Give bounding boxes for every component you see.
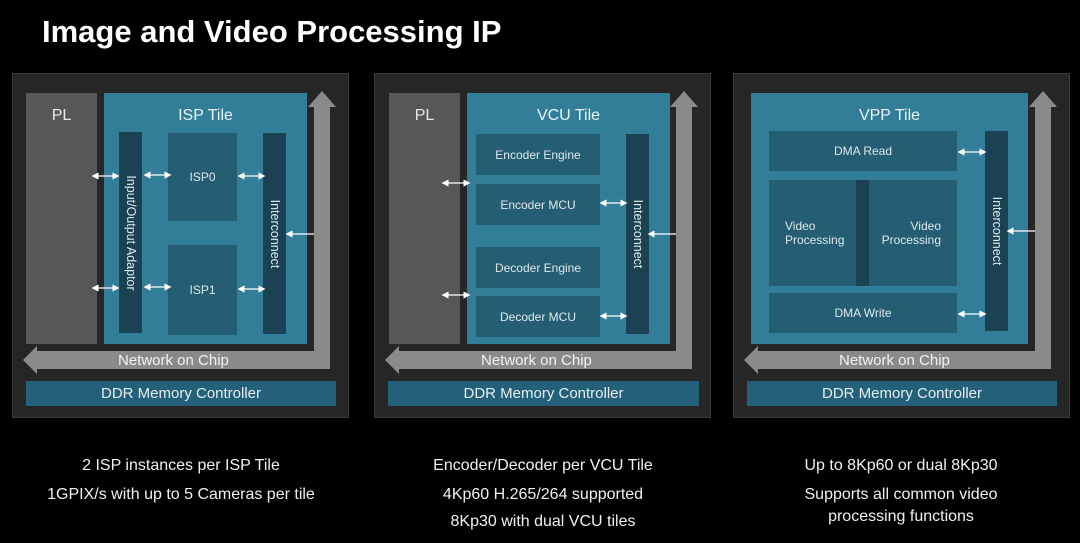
encoder-mcu-block: Encoder MCU xyxy=(476,184,600,225)
video-processing-block-2: Video Processing xyxy=(869,180,957,286)
decoder-mcu-block: Decoder MCU xyxy=(476,296,600,337)
vcu-caption: Encoder/Decoder per VCU Tile 4Kp60 H.265… xyxy=(362,451,724,535)
caption-line: processing functions xyxy=(828,508,974,525)
io-adaptor: Input/Output Adaptor xyxy=(119,132,142,333)
noc-arrow xyxy=(744,91,1057,374)
video-processing-label: Video Processing xyxy=(881,219,941,247)
decoder-engine-block: Decoder Engine xyxy=(476,247,600,288)
isp0-block: ISP0 xyxy=(168,133,237,221)
ddr-memory-controller: DDR Memory Controller xyxy=(388,381,699,406)
caption-line: Encoder/Decoder per VCU Tile xyxy=(433,457,653,474)
interconnect: Interconnect xyxy=(985,131,1008,331)
connection-arrows xyxy=(385,91,698,374)
vpp-tile: VPP Tile DMA Read Video Processing Video… xyxy=(751,93,1028,344)
dma-read-block: DMA Read xyxy=(769,131,957,171)
caption-line: Up to 8Kp60 or dual 8Kp30 xyxy=(804,457,998,474)
caption-line: 8Kp30 with dual VCU tiles xyxy=(450,513,636,530)
vpp-panel: VPP Tile DMA Read Video Processing Video… xyxy=(733,73,1070,418)
vcu-tile: VCU Tile Encoder Engine Encoder MCU Deco… xyxy=(467,93,670,344)
noc-arrow xyxy=(385,91,698,374)
caption-line: 1GPIX/s with up to 5 Cameras per tile xyxy=(47,486,315,503)
connection-arrows xyxy=(744,91,1057,374)
interconnect: Interconnect xyxy=(626,134,649,334)
isp1-block: ISP1 xyxy=(168,245,237,335)
pl-block: PL xyxy=(389,93,460,344)
tile-title: VCU Tile xyxy=(536,107,601,124)
noc-label: Network on Chip xyxy=(481,352,592,369)
isp-caption: 2 ISP instances per ISP Tile 1GPIX/s wit… xyxy=(0,451,362,509)
ddr-memory-controller: DDR Memory Controller xyxy=(26,381,336,406)
encoder-engine-block: Encoder Engine xyxy=(476,134,600,175)
video-processing-group: Video Processing Video Processing xyxy=(769,180,957,286)
caption-line: Supports all common video xyxy=(804,486,998,503)
video-processing-block-1: Video Processing xyxy=(769,180,856,286)
pl-block: PL xyxy=(26,93,97,344)
noc-arrow xyxy=(23,91,336,374)
pl-label: PL xyxy=(51,107,72,124)
caption-line: 4Kp60 H.265/264 supported xyxy=(442,486,644,503)
isp-tile: ISP Tile Input/Output Adaptor ISP0 ISP1 … xyxy=(104,93,307,344)
noc-label: Network on Chip xyxy=(118,352,229,369)
page-title: Image and Video Processing IP xyxy=(42,14,502,49)
isp-panel: PL ISP Tile Input/Output Adaptor ISP0 IS… xyxy=(12,73,349,418)
connection-arrows xyxy=(23,91,336,374)
ddr-memory-controller: DDR Memory Controller xyxy=(747,381,1057,406)
video-processing-label: Video Processing xyxy=(785,219,845,247)
pl-label: PL xyxy=(414,107,435,124)
caption-line: 2 ISP instances per ISP Tile xyxy=(82,457,280,474)
vcu-panel: PL VCU Tile Encoder Engine Encoder MCU D… xyxy=(374,73,711,418)
tile-title: VPP Tile xyxy=(858,107,921,124)
interconnect: Interconnect xyxy=(263,133,286,334)
vpp-caption: Up to 8Kp60 or dual 8Kp30 Supports all c… xyxy=(722,451,1080,525)
tile-title: ISP Tile xyxy=(178,107,233,124)
dma-write-block: DMA Write xyxy=(769,293,957,333)
noc-label: Network on Chip xyxy=(839,352,950,369)
